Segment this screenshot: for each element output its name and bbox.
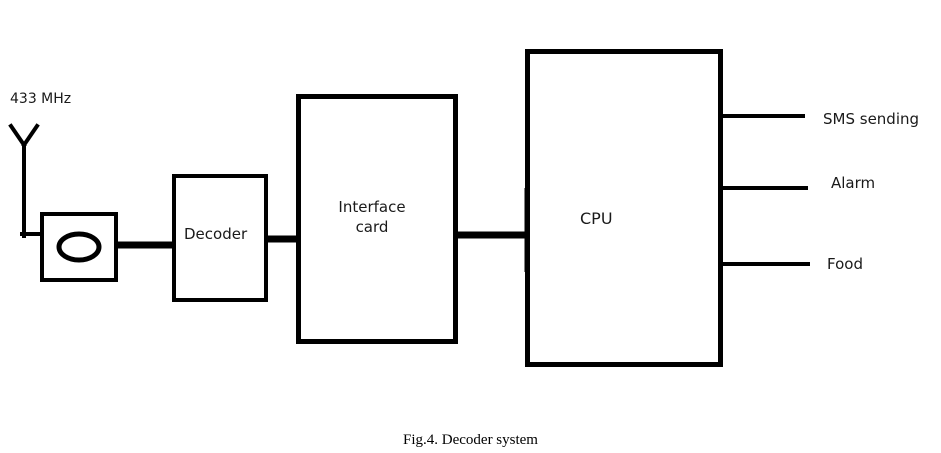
decoder-label: Decoder — [184, 225, 248, 243]
output-label-sms: SMS sending — [823, 110, 920, 128]
frequency-label: 433 MHz — [10, 91, 72, 107]
decoder-block: Decoder — [172, 174, 268, 302]
cpu-block: CPU — [525, 49, 723, 367]
interface-label-line2: card — [355, 218, 389, 237]
receiver-oval-icon — [56, 231, 102, 263]
receiver-module — [40, 212, 118, 282]
interface-label-line1: Interface — [338, 198, 406, 216]
interface-card-label: Interface card — [301, 198, 443, 237]
figure-caption: Fig.4. Decoder system — [403, 432, 538, 448]
cpu-label: CPU — [580, 209, 613, 228]
output-label-alarm: Alarm — [831, 174, 876, 192]
interface-card-block: Interface card — [296, 94, 458, 344]
output-label-food: Food — [827, 255, 863, 273]
